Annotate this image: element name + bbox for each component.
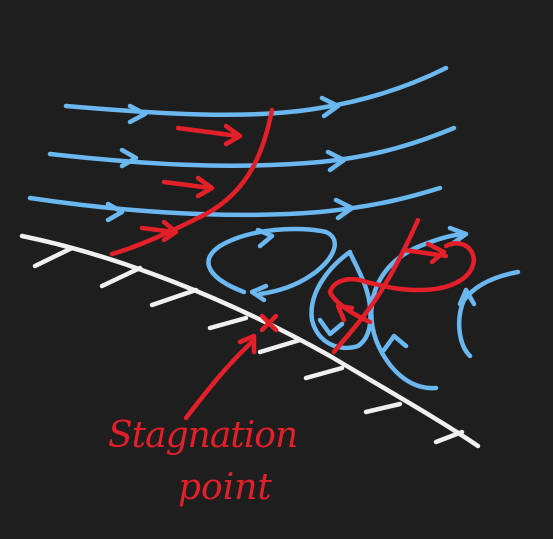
vortex-loop-3-arrow-mid — [381, 333, 409, 353]
wall-hatch-mark — [149, 287, 199, 308]
streamline-3-arrow-a — [105, 201, 125, 223]
streamline-1-arrow-a — [127, 103, 148, 125]
wall-hatch-mark — [207, 315, 249, 331]
vortex-loop-4 — [456, 269, 521, 359]
vortex-loop-3 — [369, 231, 469, 391]
wall-hatching — [32, 245, 465, 445]
pointer-arrow — [183, 339, 255, 421]
streamline-1-arrow-b — [319, 95, 341, 119]
vortex-loop-1-arrow-top — [255, 227, 275, 249]
reverse-flow-arrowhead — [425, 241, 447, 265]
streamline-3-arrow-b — [333, 197, 355, 221]
wall — [19, 233, 481, 449]
velocity-arrow-2-head — [195, 175, 215, 199]
red-annotations — [109, 107, 477, 355]
x-mark-icon — [259, 313, 279, 333]
pointer-arrowhead — [237, 333, 257, 355]
wall-hatch-mark — [99, 265, 143, 289]
velocity-arrow-3 — [139, 225, 177, 235]
velocity-arrow-1 — [175, 125, 241, 139]
vortex-loop-1-arrow-bottom — [249, 283, 269, 303]
reverse-flow-loop — [327, 241, 477, 325]
vortex-loop-3-arrow-top — [447, 225, 469, 247]
boundary-layer-curve — [109, 107, 275, 257]
vortex-loops — [206, 225, 521, 391]
vortex-loop-2 — [309, 249, 373, 351]
wall-hatch-mark — [363, 401, 403, 415]
wall-hatch-mark — [433, 429, 465, 445]
velocity-arrow-2 — [161, 179, 213, 191]
stagnation-label-line2: point — [178, 467, 272, 508]
wall-hatch-mark — [32, 245, 75, 269]
streamline-1 — [63, 65, 449, 118]
wall-hatch-mark — [303, 365, 345, 381]
streamlines — [27, 65, 457, 223]
vortex-loop-1 — [206, 226, 337, 297]
streamline-2-arrow-b — [325, 149, 347, 173]
vortex-loop-2-arrow — [317, 317, 345, 337]
separation-arrow — [401, 247, 449, 259]
wall-hatch-mark — [257, 337, 303, 355]
stagnation-label-line1: Stagnation — [108, 415, 298, 456]
streamline-3 — [27, 185, 443, 218]
velocity-arrow-1-head — [223, 123, 243, 147]
reverse-flow-inner-arrow — [335, 303, 355, 323]
wall-line — [19, 233, 481, 449]
streamline-2 — [47, 125, 457, 168]
streamline-2-arrow-a — [119, 147, 139, 169]
velocity-arrow-3-head — [161, 219, 179, 243]
vortex-loop-4-arrow — [457, 287, 477, 307]
stagnation-point-marker — [183, 313, 279, 421]
